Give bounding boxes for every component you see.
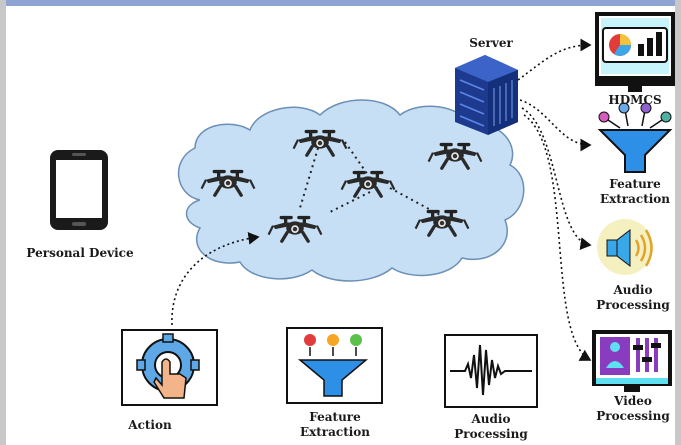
hdmcs-label: HDMCS [608, 93, 662, 107]
right-video-processing-line1: Video [614, 394, 652, 408]
right-video-processing-line2: Processing [596, 409, 670, 423]
bottom-audio-processing-line2: Processing [454, 427, 528, 441]
dashboard-monitor-icon [595, 12, 675, 92]
right-audio-processing-label: Audio Processing [585, 283, 681, 313]
bottom-audio-processing-line1: Audio [471, 412, 511, 426]
gear-hand-icon [121, 329, 218, 406]
right-audio-processing-line1: Audio [613, 283, 653, 297]
filter-funnel-icon [286, 327, 383, 404]
server-icon [455, 55, 518, 135]
right-audio-processing-line2: Processing [596, 298, 670, 312]
sound-wave-icon [444, 334, 538, 408]
bottom-audio-processing-label: Audio Processing [441, 412, 541, 442]
right-feature-extraction-label: Feature Extraction [590, 177, 680, 207]
speaker-icon [597, 219, 653, 275]
action-label: Action [128, 418, 172, 432]
bottom-feature-extraction-label: Feature Extraction [285, 410, 385, 440]
right-feature-extraction-line2: Extraction [599, 192, 671, 206]
right-video-processing-label: Video Processing [585, 394, 681, 424]
smartphone-icon [50, 150, 108, 230]
right-feature-extraction-line1: Feature [609, 177, 661, 191]
drone-network-cloud [178, 99, 525, 282]
personal-device-label: Personal Device [26, 246, 134, 260]
server-label: Server [469, 36, 513, 50]
video-editor-icon [592, 330, 672, 392]
bottom-feature-extraction-line1: Feature [309, 410, 361, 424]
bottom-feature-extraction-line2: Extraction [299, 425, 371, 439]
filter-funnel-icon [597, 102, 673, 173]
